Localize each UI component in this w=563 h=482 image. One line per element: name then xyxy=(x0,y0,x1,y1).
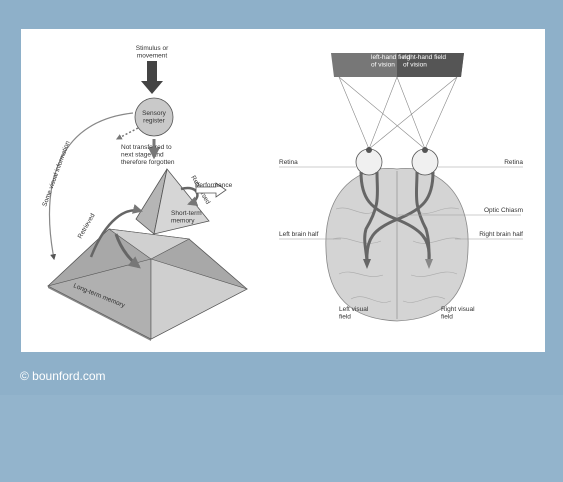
sensory-register-ball xyxy=(134,97,174,137)
retina-right-label: Retina xyxy=(504,159,523,166)
optic-pathways xyxy=(359,171,435,262)
ltm-edge xyxy=(48,286,151,341)
sight-lines xyxy=(338,76,458,150)
visual-info-label: Some visual information xyxy=(41,140,71,208)
right-pathway-arrow-icon xyxy=(425,259,433,269)
left-pathway-arrow-icon xyxy=(363,259,371,269)
stm-pyramid-right-face xyxy=(153,168,210,235)
credit-text: © bounford.com xyxy=(20,369,106,383)
right-field-bar xyxy=(397,53,464,77)
right-brain-half-label: Right brain half xyxy=(479,231,523,238)
label-leaders xyxy=(279,166,523,240)
ltm-top-face xyxy=(108,228,190,260)
stimulus-arrow-icon xyxy=(141,61,163,94)
retrieval-arrow-icon xyxy=(89,204,143,258)
performance-label: Performance xyxy=(195,182,233,189)
right-pupil xyxy=(422,147,428,153)
left-pupil xyxy=(366,147,372,153)
brain-folds xyxy=(332,207,462,303)
forgotten-arrow-icon xyxy=(115,127,139,140)
optic-chiasm-label: Optic Chiasm xyxy=(484,207,523,214)
bottom-band xyxy=(0,395,563,482)
retina-left-label: Retina xyxy=(279,159,298,166)
left-brain-half-label: Left brain half xyxy=(279,231,319,238)
performance-arrow-icon xyxy=(195,182,227,198)
store-arrow-icon xyxy=(114,233,141,269)
visual-info-arrow-icon xyxy=(48,112,134,261)
retrieved-label: Retrieved xyxy=(77,212,97,240)
ltm-right-face xyxy=(150,258,248,340)
